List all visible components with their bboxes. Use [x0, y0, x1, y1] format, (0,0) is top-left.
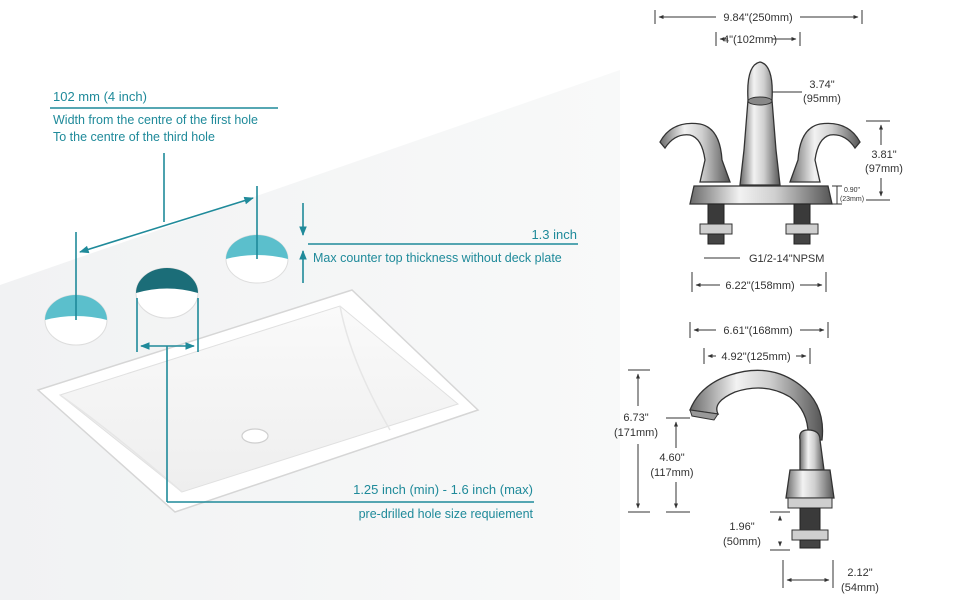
- total-height-mm: (171mm): [614, 427, 658, 439]
- spout-clearance-mm: (117mm): [650, 467, 693, 479]
- faucet-hole-center: [135, 267, 199, 319]
- overall-depth-label: 6.61"(168mm): [723, 325, 792, 337]
- handle-height-mm: (97mm): [865, 163, 903, 175]
- base-depth-mm: (54mm): [841, 582, 879, 594]
- spacing-line1: Width from the centre of the first hole: [53, 113, 258, 127]
- spout-height-in: 3.74": [809, 79, 834, 91]
- faucet-side-view: [689, 369, 835, 549]
- hole-size-caption: pre-drilled hole size requiement: [359, 507, 534, 521]
- center-spacing-label: 4"(102mm): [723, 34, 777, 46]
- hole-spacing-annotation: [50, 107, 278, 320]
- faucet-front-view: [659, 61, 861, 245]
- spout-reach-label: 4.92"(125mm): [721, 351, 790, 363]
- hole-size-annotation: [136, 298, 534, 503]
- thickness-value: 1.3 inch: [531, 227, 577, 242]
- front-view-dimensions: [654, 10, 890, 292]
- shank-length-in: 1.96": [729, 521, 754, 533]
- spout-height-mm: (95mm): [803, 93, 841, 105]
- handle-height-in: 3.81": [871, 149, 896, 161]
- base-width-label: 6.22"(158mm): [725, 280, 794, 292]
- drain-icon: [241, 428, 269, 444]
- total-height-in: 6.73": [623, 412, 648, 424]
- base-depth-in: 2.12": [847, 567, 872, 579]
- thickness-caption: Max counter top thickness without deck p…: [313, 251, 562, 265]
- side-view-dimensions: [628, 322, 834, 588]
- deck-height-in: 0.90": [844, 187, 861, 194]
- spacing-title: 102 mm (4 inch): [53, 89, 147, 104]
- deck-height-mm: (23mm): [840, 196, 864, 203]
- sink-basin: [58, 305, 460, 493]
- shank-length-mm: (50mm): [723, 536, 761, 548]
- thread-label: G1/2-14"NPSM: [749, 253, 824, 265]
- spacing-arrow: [79, 196, 254, 254]
- spout-clearance-in: 4.60": [659, 452, 684, 464]
- hole-size-value: 1.25 inch (min) - 1.6 inch (max): [353, 482, 533, 497]
- thickness-annotation: [299, 203, 578, 283]
- overall-width-label: 9.84"(250mm): [723, 12, 792, 24]
- spacing-line2: To the centre of the third hole: [53, 130, 215, 144]
